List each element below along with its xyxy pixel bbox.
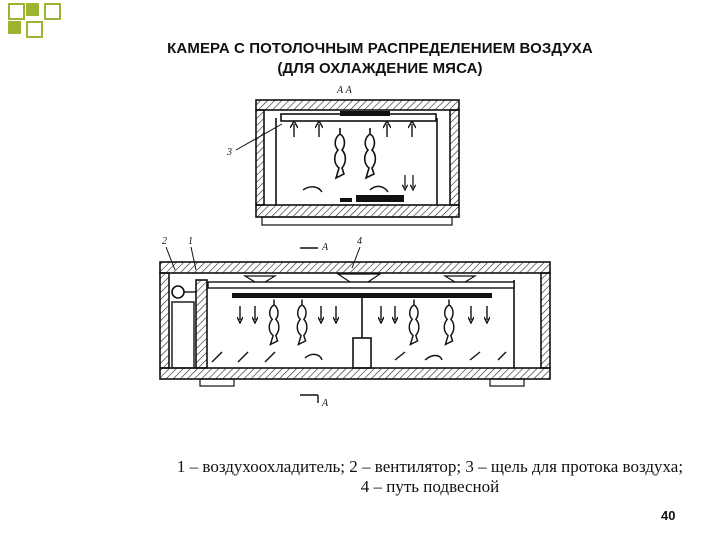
roof-slab-lower: [159, 261, 551, 274]
floor-slab-lower: [159, 367, 551, 380]
label-3: 3: [226, 147, 232, 158]
section-view-lower: 2 1 4 А: [159, 236, 551, 409]
floor-slab: [255, 204, 460, 218]
section-label: А А: [336, 85, 353, 96]
diagram-caption-line2: 4 – путь подвесной: [360, 477, 500, 496]
corner-decoration: [0, 0, 61, 40]
roof-slab: [255, 99, 460, 111]
slide-subtitle: (ДЛЯ ОХЛАЖДЕНИЕ МЯСА): [277, 60, 483, 77]
slide-title: КАМЕРА С ПОТОЛОЧНЫМ РАСПРЕДЕЛЕНИЕМ ВОЗДУ…: [167, 40, 593, 57]
overhead-rail: [232, 293, 492, 298]
label-4: 4: [357, 236, 362, 247]
decor-square: [8, 21, 21, 34]
label-1: 1: [188, 236, 193, 247]
central-post: [352, 337, 372, 369]
section-mark-bottom: А: [321, 398, 329, 409]
section-view-upper: А А 3: [226, 85, 460, 226]
left-wall-lower: [159, 272, 170, 369]
duct-slot: [340, 111, 390, 116]
fan: [171, 285, 185, 299]
decor-square: [8, 3, 25, 20]
decor-square: [26, 3, 39, 16]
equipment-base: [356, 195, 404, 202]
section-mark-top: А: [321, 242, 329, 253]
foundation: [261, 216, 453, 226]
diagram-caption-line1: 1 – воздухоохладитель; 2 – вентилятор; 3…: [176, 457, 684, 476]
right-wall: [449, 109, 460, 206]
decor-square: [26, 21, 43, 38]
air-duct-lower: [207, 281, 515, 289]
air-cooler: [195, 279, 208, 369]
page-number: 40: [661, 508, 676, 523]
left-wall: [255, 109, 265, 206]
label-2: 2: [162, 236, 167, 247]
decor-square: [44, 3, 61, 20]
right-wall-lower: [540, 272, 551, 369]
